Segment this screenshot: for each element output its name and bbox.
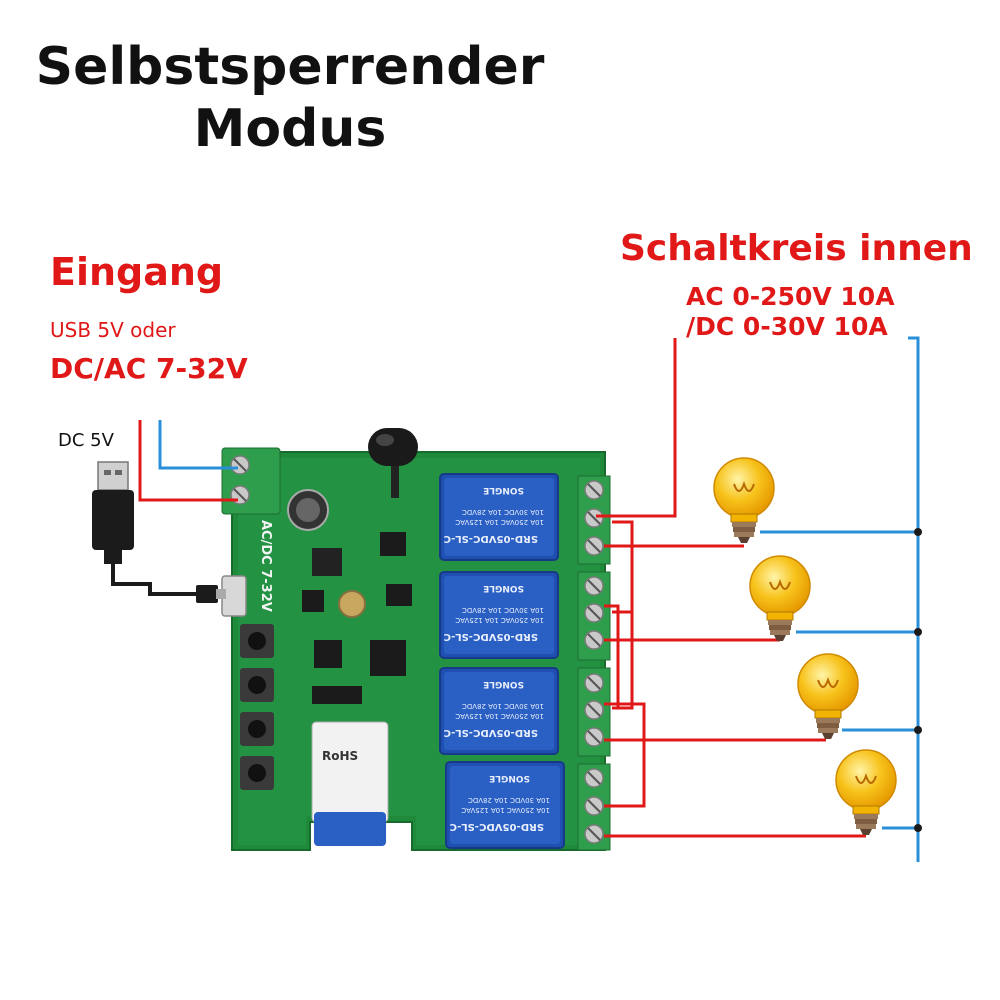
input-live-wire [138, 420, 238, 502]
antenna-icon [368, 428, 418, 498]
light-bulb-icon [713, 457, 775, 544]
screw-terminal-icon [226, 451, 254, 479]
screw-terminal-icon [580, 532, 608, 560]
screw-terminal-icon [580, 723, 608, 751]
output-wiring [596, 336, 922, 862]
title-line-2: Modus [193, 99, 387, 159]
screw-terminal-icon [580, 696, 608, 724]
page-title: Selbstsperrender Modus [0, 36, 580, 160]
relay-icon [445, 761, 565, 849]
light-bulb-icon [749, 555, 811, 642]
light-bulb-icon [835, 749, 897, 836]
relay-icon [439, 473, 559, 561]
output-spec-line-1: AC 0-250V 10A [686, 282, 895, 311]
input-spec-line-2: DC/AC 7-32V [50, 352, 248, 385]
title-line-1: Selbstsperrender [35, 37, 545, 97]
input-spec-line-1: USB 5V oder [50, 318, 176, 342]
input-heading: Eingang [50, 250, 224, 294]
input-neutral-wire [158, 420, 238, 470]
screw-terminal-icon [580, 764, 608, 792]
output-spec-line-2: /DC 0-30V 10A [686, 312, 888, 341]
push-buttons [240, 624, 274, 790]
screw-terminal-icon [580, 626, 608, 654]
svg-text:RoHS: RoHS [322, 749, 358, 763]
relay-board: AC/DC 7-32V RoHS [221, 428, 611, 851]
relay-icon [439, 571, 559, 659]
screw-terminal-icon [580, 572, 608, 600]
screw-terminal-icon [580, 476, 608, 504]
wifi-module: RoHS [311, 721, 389, 846]
usb-voltage-label: DC 5V [58, 430, 114, 451]
board-terminal-label: AC/DC 7-32V [258, 520, 273, 612]
relay-icon [439, 667, 559, 755]
screw-terminal-icon [226, 481, 254, 509]
usb-plug-icon [92, 461, 226, 603]
screw-terminal-icon [580, 820, 608, 848]
screw-terminal-icon [580, 599, 608, 627]
screw-terminal-icon [580, 669, 608, 697]
screw-terminal-icon [580, 504, 608, 532]
light-bulb-icon [797, 653, 859, 740]
output-heading: Schaltkreis innen [620, 228, 973, 269]
screw-terminal-icon [580, 792, 608, 820]
